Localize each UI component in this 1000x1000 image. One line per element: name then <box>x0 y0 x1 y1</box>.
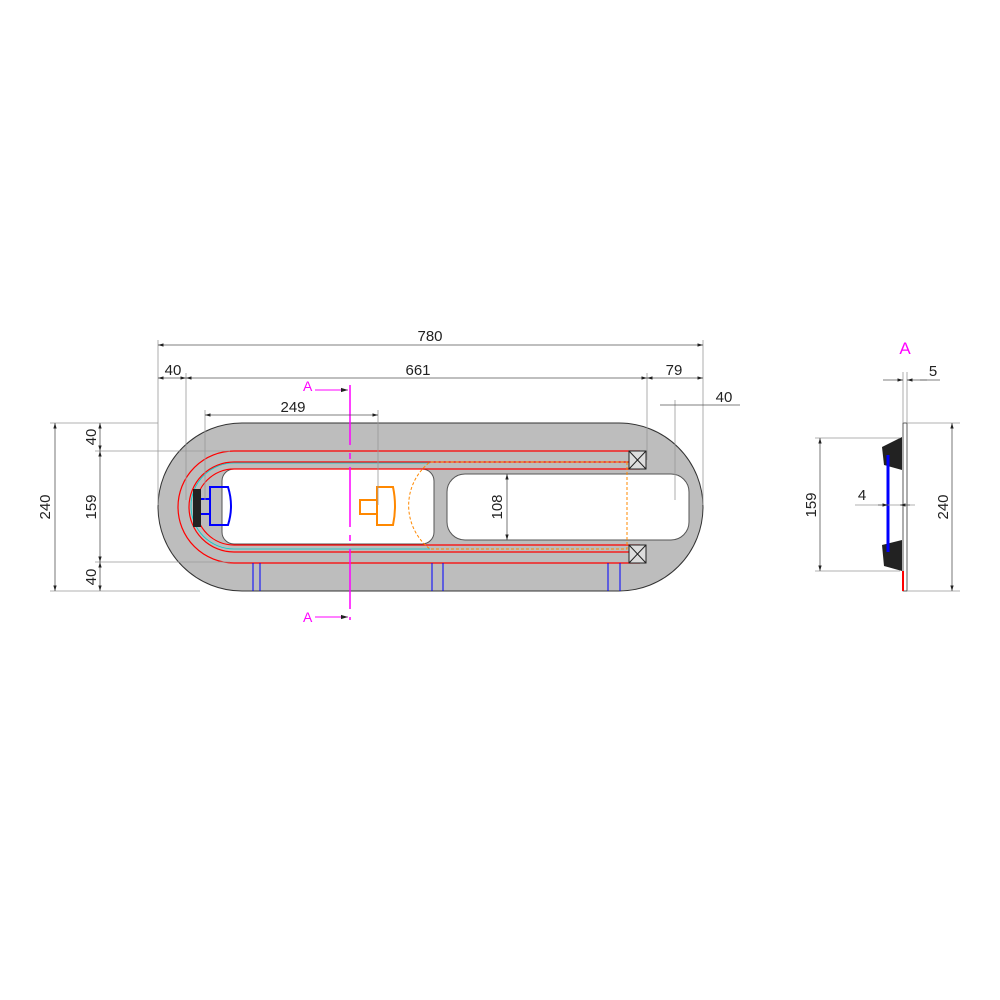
carriage-orange <box>359 486 396 526</box>
end-stop-bottom <box>628 544 647 564</box>
carriage-blue <box>193 486 232 527</box>
right-opening <box>446 473 690 541</box>
dim-right-margin: 40 <box>716 389 733 406</box>
plan-view: A A 780 40 661 79 40 249 108 240 40 159 <box>37 328 740 625</box>
profile-top <box>882 437 902 470</box>
end-stop-top <box>628 450 647 470</box>
dim-overall-height: 240 <box>37 494 54 519</box>
dim-thickness: 5 <box>929 363 937 380</box>
dim-opening-height: 108 <box>489 494 506 519</box>
dim-right-offset: 79 <box>666 362 683 379</box>
dim-carriage-offset: 249 <box>280 399 305 416</box>
section-view-title: A <box>899 339 911 358</box>
dim-section-overall-height: 240 <box>935 494 952 519</box>
profile-bottom <box>882 540 902 571</box>
dim-top-margin: 40 <box>83 429 100 446</box>
section-label-top: A <box>303 378 313 394</box>
dim-left-margin: 40 <box>165 362 182 379</box>
dim-track-length: 661 <box>405 362 430 379</box>
dim-overall-length: 780 <box>417 328 442 345</box>
dim-section-track-height: 159 <box>803 492 820 517</box>
dim-track-height: 159 <box>83 494 100 519</box>
dim-bottom-margin: 40 <box>83 569 100 586</box>
mounting-slots <box>252 563 621 591</box>
left-opening <box>221 468 435 545</box>
cable-guide <box>190 462 430 550</box>
extension-lines <box>50 340 704 592</box>
dim-gap: 4 <box>858 487 866 504</box>
carriage-travel-envelope <box>408 461 628 550</box>
section-view-a: A 5 4 159 240 <box>803 339 960 592</box>
section-label-bottom: A <box>303 609 313 625</box>
